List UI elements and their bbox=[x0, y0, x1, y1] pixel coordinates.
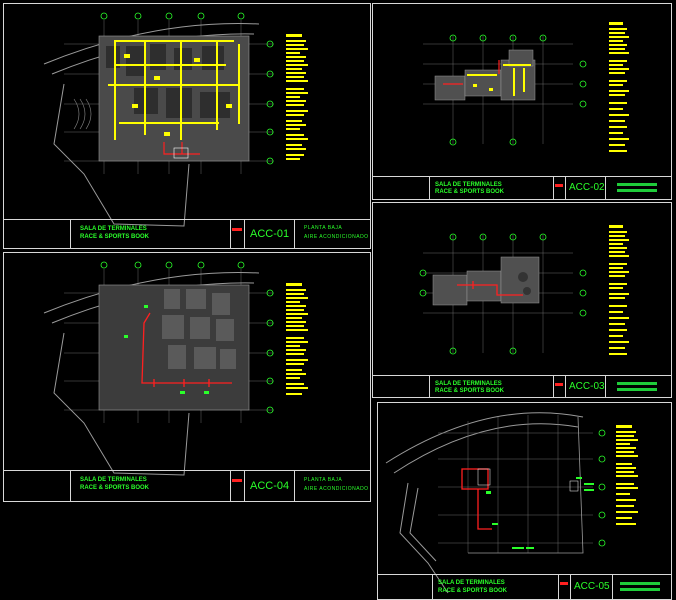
drawing-sheet-acc-03: SALA DE TERMINALES RACE & SPORTS BOOK AC… bbox=[372, 202, 672, 398]
title-block-cell-logo bbox=[378, 575, 433, 599]
title-block-cell-number bbox=[565, 376, 606, 397]
drawing-sheet-acc-05: SALA DE TERMINALES RACE & SPORTS BOOK AC… bbox=[377, 402, 672, 600]
title-block-cell-project bbox=[70, 220, 231, 248]
title-block-acc-03: SALA DE TERMINALES RACE & SPORTS BOOK AC… bbox=[373, 375, 671, 397]
title-block-acc-05: SALA DE TERMINALES RACE & SPORTS BOOK AC… bbox=[378, 574, 671, 599]
sheet-number: ACC-03 bbox=[569, 381, 605, 392]
sheet-number: ACC-02 bbox=[569, 182, 605, 193]
project-title-line2: RACE & SPORTS BOOK bbox=[435, 388, 505, 394]
project-title-line2: RACE & SPORTS BOOK bbox=[80, 234, 150, 240]
project-title-line2: RACE & SPORTS BOOK bbox=[435, 189, 505, 195]
title-block-acc-02: SALA DE TERMINALES RACE & SPORTS BOOK AC… bbox=[373, 176, 671, 199]
sheet-description-bar bbox=[620, 582, 660, 585]
title-block-cell-revision bbox=[230, 220, 245, 248]
project-title-line1: SALA DE TERMINALES bbox=[438, 580, 505, 586]
title-block-cell-number bbox=[244, 471, 295, 501]
project-title-line1: SALA DE TERMINALES bbox=[435, 182, 502, 188]
floor-plan-acc-01 bbox=[43, 12, 308, 227]
title-block-cell-number bbox=[570, 575, 613, 599]
title-block-acc-01: SALA DE TERMINALES RACE & SPORTS BOOK AC… bbox=[4, 219, 370, 248]
sheet-number: ACC-04 bbox=[250, 480, 290, 492]
title-block-cell-logo bbox=[373, 177, 430, 199]
floor-plan-acc-04 bbox=[43, 261, 308, 476]
sheet-description-bar bbox=[617, 189, 657, 192]
title-block-cell-revision bbox=[553, 177, 566, 199]
revision-mark bbox=[560, 582, 568, 585]
revision-mark bbox=[555, 184, 563, 187]
revision-mark bbox=[232, 479, 242, 482]
title-block-cell-revision bbox=[558, 575, 571, 599]
title-block-acc-04: SALA DE TERMINALES RACE & SPORTS BOOK AC… bbox=[4, 470, 370, 501]
floor-plan-acc-02 bbox=[423, 22, 629, 152]
project-title-line2: RACE & SPORTS BOOK bbox=[438, 588, 508, 594]
project-title-line1: SALA DE TERMINALES bbox=[80, 477, 147, 483]
title-block-cell-number bbox=[565, 177, 606, 199]
sheet-description-bar bbox=[617, 388, 657, 391]
project-title-line1: SALA DE TERMINALES bbox=[80, 226, 147, 232]
revision-mark bbox=[232, 228, 242, 231]
sheet-description-line2: AIRE ACONDICIONADO bbox=[304, 234, 369, 240]
project-title-line2: RACE & SPORTS BOOK bbox=[80, 485, 150, 491]
sheet-description-line1: PLANTA BAJA bbox=[304, 477, 343, 483]
sheet-description-bar bbox=[620, 588, 660, 591]
sheet-description-bar bbox=[617, 183, 657, 186]
sheet-description-bar bbox=[617, 382, 657, 385]
project-title-line1: SALA DE TERMINALES bbox=[435, 381, 502, 387]
title-block-cell-project bbox=[70, 471, 231, 501]
drawing-sheet-acc-04: SALA DE TERMINALES RACE & SPORTS BOOK AC… bbox=[3, 252, 371, 502]
title-block-cell-number bbox=[244, 220, 295, 248]
title-block-cell-logo bbox=[4, 220, 71, 248]
sheet-description-line2: AIRE ACONDICIONADO bbox=[304, 486, 369, 492]
title-block-cell-revision bbox=[553, 376, 566, 397]
floor-plan-acc-05 bbox=[385, 412, 638, 594]
sheet-description-line1: PLANTA BAJA bbox=[304, 225, 343, 231]
revision-mark bbox=[555, 383, 563, 386]
floor-plan-acc-03 bbox=[419, 225, 629, 355]
title-block-cell-logo bbox=[4, 471, 71, 501]
title-block-cell-project bbox=[429, 376, 554, 397]
title-block-cell-revision bbox=[230, 471, 245, 501]
title-block-cell-project bbox=[429, 177, 554, 199]
drawing-sheet-acc-01: SALA DE TERMINALES RACE & SPORTS BOOK AC… bbox=[3, 3, 371, 249]
sheet-number: ACC-01 bbox=[250, 228, 290, 240]
title-block-cell-project bbox=[432, 575, 559, 599]
sheet-number: ACC-05 bbox=[574, 581, 610, 592]
title-block-cell-logo bbox=[373, 376, 430, 397]
drawing-sheet-acc-02: SALA DE TERMINALES RACE & SPORTS BOOK AC… bbox=[372, 3, 672, 200]
